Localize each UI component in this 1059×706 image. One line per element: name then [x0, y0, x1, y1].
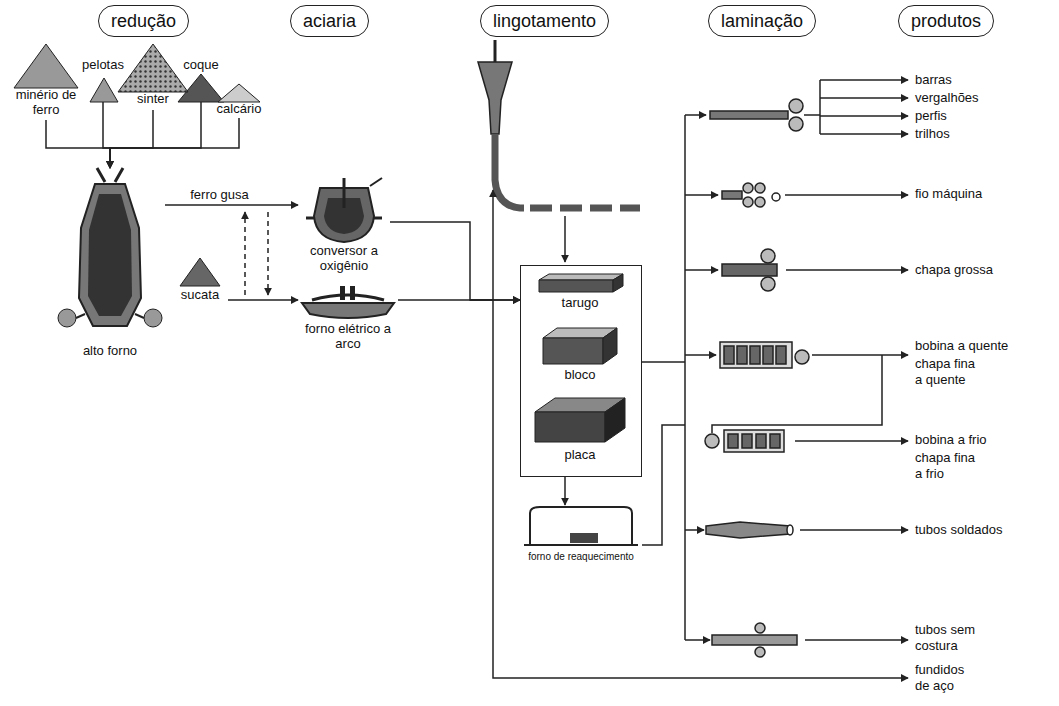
blast-furnace: alto forno [55, 168, 165, 366]
flow-arrow [110, 110, 153, 168]
product-label: barras [915, 72, 952, 88]
electric-arc-furnace: forno elétrico a arco [298, 286, 398, 356]
raw-material-pile: pelotas [78, 58, 128, 102]
flow-arrow [110, 118, 239, 168]
flow-arrow [398, 299, 520, 301]
billet: tarugo [531, 274, 629, 320]
flow-arrow [46, 120, 110, 168]
reheating-furnace-shape [520, 505, 642, 581]
node-label: sinter [118, 92, 188, 107]
slab: placa [531, 398, 629, 470]
node-label: sucata [172, 288, 228, 303]
node-label: lingotamento [493, 10, 596, 32]
node-label: bloco [531, 368, 629, 383]
stage-heading: laminação [708, 5, 816, 37]
node-label: aciaria [303, 10, 356, 32]
flow-arrow [110, 102, 201, 168]
node-label: produtos [911, 10, 981, 32]
stage-heading: produtos [898, 5, 994, 37]
product-label: chapa grossa [915, 262, 993, 278]
node-label: forno elétrico a arco [298, 322, 398, 352]
node-label: forno de reaquecimento [520, 551, 642, 563]
bloom: bloco [531, 328, 629, 390]
edge-label: ferro gusa [188, 187, 251, 202]
reheating-furnace: forno de reaquecimento [520, 505, 642, 581]
node-label: tarugo [531, 296, 629, 311]
blast-furnace-shape [55, 168, 165, 366]
product-label: tubos sem costura [915, 622, 985, 653]
product-label: fio máquina [915, 186, 982, 202]
product-label: tubos soldados [915, 522, 1002, 538]
product-label: chapa fina a quente [915, 356, 985, 387]
product-label: trilhos [915, 126, 950, 142]
node-label: pelotas [78, 58, 128, 73]
flow-arrow [390, 222, 520, 300]
stage-heading: redução [98, 5, 189, 37]
semi-finished-box: tarugo bloco placa [520, 265, 642, 477]
flow-arrow [165, 204, 298, 206]
node-label: minério de ferro [8, 88, 84, 118]
product-label: vergalhões [915, 90, 979, 106]
product-label: perfis [915, 108, 947, 124]
flow-arrow [564, 477, 566, 505]
node-label: placa [531, 448, 629, 463]
raw-material-pile: calcário [214, 78, 264, 118]
flow-arrow [103, 102, 110, 168]
node-label: laminação [721, 10, 803, 32]
node-label: calcário [214, 102, 264, 117]
product-label: bobina a frio [915, 432, 987, 448]
scrap-pile-shape [172, 258, 228, 316]
node-label: coque [178, 58, 224, 73]
raw-material-pile: sinter [118, 44, 188, 110]
flow-arrow [228, 299, 298, 301]
node-label: alto forno [55, 344, 165, 359]
scrap-pile: sucata [172, 258, 228, 316]
raw-material-pile: minério de ferro [8, 44, 84, 120]
product-label: chapa fina a frio [915, 450, 985, 481]
raw-material-pile: coque [178, 58, 224, 102]
product-label: fundidos de aço [915, 662, 977, 693]
stage-heading: aciaria [290, 5, 369, 37]
stage-heading: lingotamento [480, 5, 609, 37]
oxygen-converter: conversor a oxigênio [298, 178, 390, 282]
product-label: bobina a quente [915, 338, 1008, 354]
node-label: redução [111, 10, 176, 32]
node-label: conversor a oxigênio [298, 244, 390, 274]
